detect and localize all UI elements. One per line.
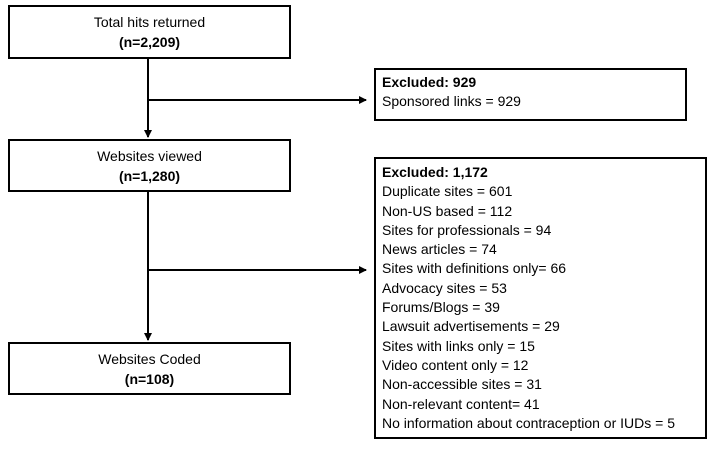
stage-count: (n=2,209) (118, 34, 181, 50)
stage-label: Websites viewed (97, 148, 202, 164)
exclusion-box-reasons: Excluded: 1,172 Duplicate sites = 601 No… (374, 157, 707, 439)
exclusion-item: Non-relevant content= 41 (382, 395, 540, 412)
stage-count: (n=1,280) (118, 168, 181, 184)
exclusion-item: News articles = 74 (382, 241, 497, 258)
stage-websites-coded-box: Websites Coded (n=108) (8, 342, 291, 395)
exclusion-item: Forums/Blogs = 39 (382, 299, 500, 316)
exclusion-item: Lawsuit advertisements = 29 (382, 318, 560, 335)
stage-total-hits-box: Total hits returned (n=2,209) (8, 5, 291, 59)
exclusion-item: Sponsored links = 929 (382, 93, 521, 110)
exclusion-item: No information about contraception or IU… (382, 414, 675, 431)
exclusion-heading: Excluded: 1,172 (382, 164, 488, 180)
exclusion-item: Sites with definitions only= 66 (382, 260, 567, 277)
stage-label: Total hits returned (93, 14, 206, 30)
stage-count: (n=108) (124, 371, 175, 387)
exclusion-item: Non-accessible sites = 31 (382, 376, 542, 393)
exclusion-item: Video content only = 12 (382, 356, 529, 373)
stage-label: Websites Coded (98, 351, 201, 367)
exclusion-item: Non-US based = 112 (382, 202, 513, 219)
exclusion-item: Sites with links only = 15 (382, 337, 535, 354)
exclusion-item: Sites for professionals = 94 (382, 221, 552, 238)
exclusion-box-sponsored: Excluded: 929 Sponsored links = 929 (374, 68, 687, 121)
exclusion-heading: Excluded: 929 (382, 74, 477, 90)
exclusion-item: Duplicate sites = 601 (382, 183, 513, 200)
stage-websites-viewed-box: Websites viewed (n=1,280) (8, 139, 291, 192)
exclusion-item: Advocacy sites = 53 (382, 279, 507, 296)
